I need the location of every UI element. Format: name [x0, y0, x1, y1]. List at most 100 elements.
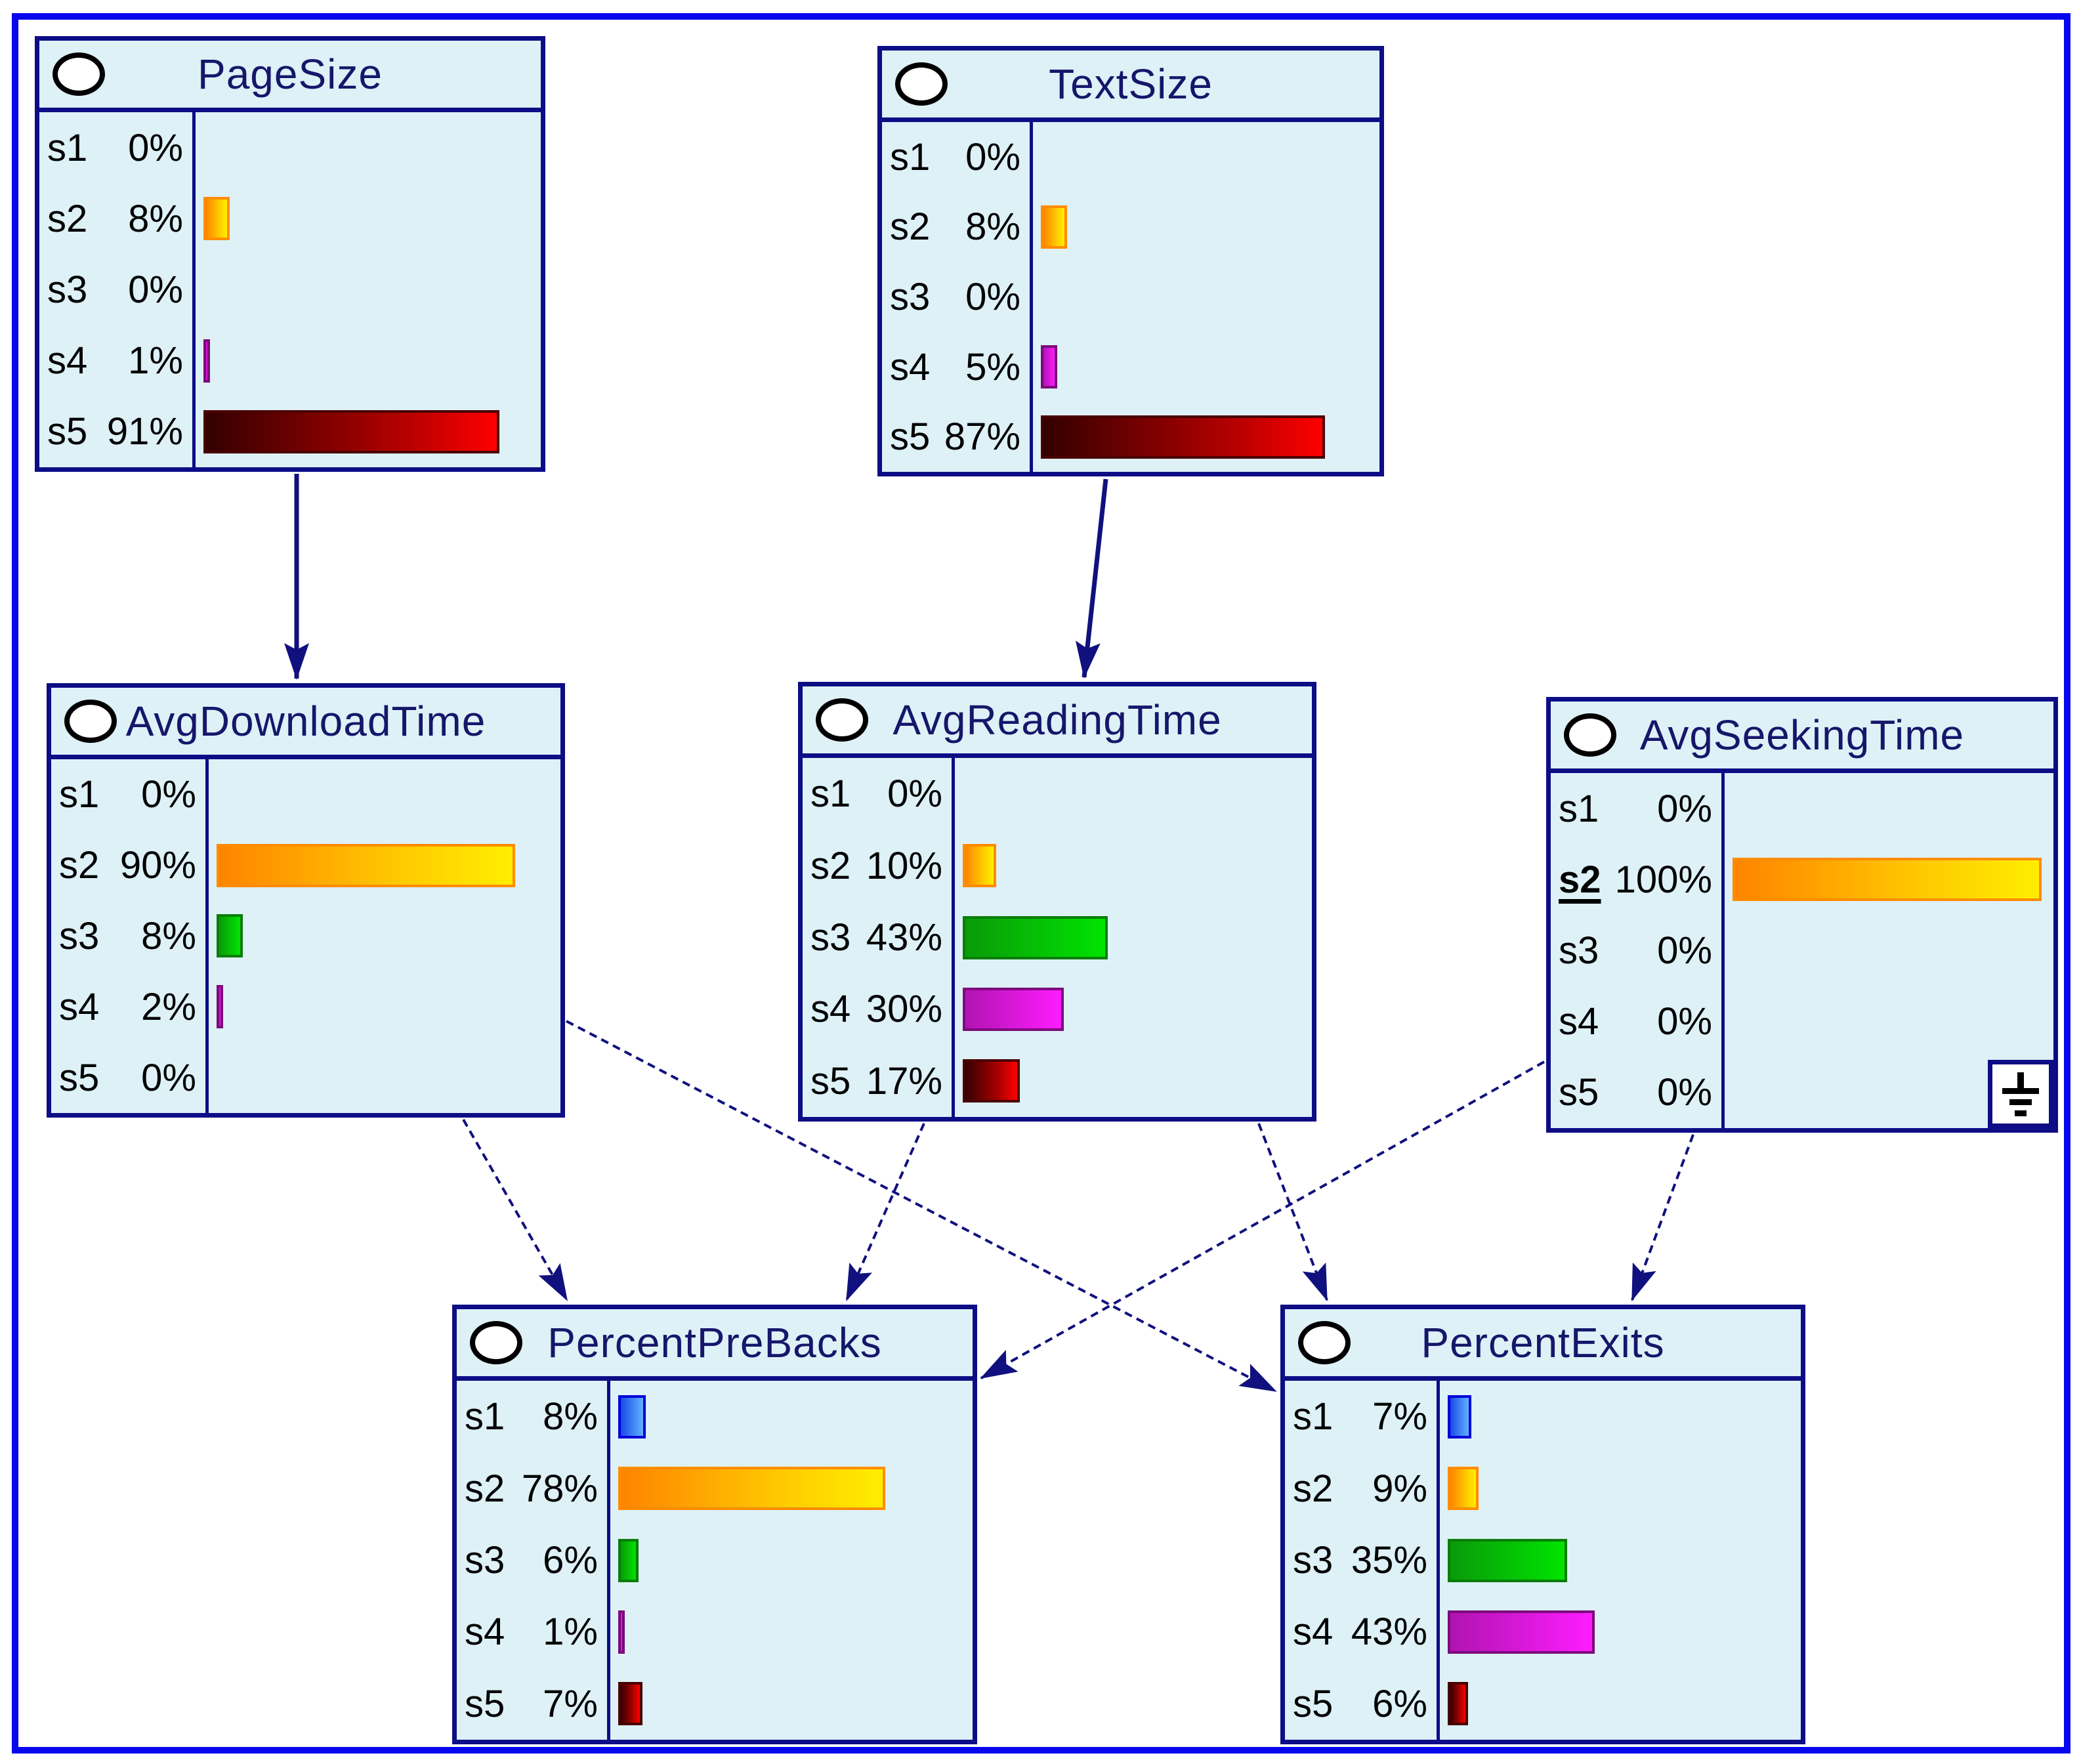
belief-bar-s5[interactable]: [963, 1059, 1020, 1103]
state-percent: 91%: [106, 410, 183, 453]
state-percent: 7%: [1372, 1395, 1427, 1438]
oval-icon: [53, 52, 105, 96]
belief-bar-s1[interactable]: [618, 1395, 646, 1438]
belief-bar-s5[interactable]: [1041, 415, 1326, 459]
node-title-bar[interactable]: PercentPreBacks: [457, 1309, 973, 1381]
node-title-bar[interactable]: PageSize: [39, 41, 541, 112]
state-name: s4: [1559, 1000, 1599, 1043]
belief-bar-s2[interactable]: [1041, 205, 1067, 249]
belief-bar-s2[interactable]: [618, 1467, 886, 1511]
node-title-bar[interactable]: TextSize: [882, 51, 1379, 122]
bar-row-s4: [1733, 986, 2042, 1057]
state-row-s5[interactable]: s5 0%: [1551, 1057, 1721, 1128]
oval-icon: [470, 1321, 522, 1364]
node-title-bar[interactable]: AvgSeekingTime: [1551, 702, 2053, 773]
belief-bar-s2[interactable]: [203, 197, 230, 241]
state-name: s2: [1293, 1467, 1334, 1510]
state-percent: 78%: [521, 1467, 598, 1510]
bar-row-s4: [217, 971, 549, 1042]
belief-bar-s5[interactable]: [203, 410, 500, 453]
node-title: TextSize: [1049, 60, 1213, 108]
belief-bar-s2[interactable]: [963, 844, 997, 888]
belief-bar-s4[interactable]: [203, 339, 210, 383]
belief-bar-s3[interactable]: [1448, 1538, 1567, 1582]
state-percent: 6%: [1372, 1682, 1427, 1725]
belief-bar-s3[interactable]: [963, 915, 1108, 959]
belief-bar-s4[interactable]: [1448, 1610, 1595, 1654]
node-title: AvgSeekingTime: [1639, 711, 1965, 759]
belief-bar-s3[interactable]: [618, 1538, 639, 1582]
belief-bar-s4[interactable]: [1041, 345, 1057, 389]
state-percent: 0%: [141, 1056, 196, 1099]
state-percent: 1%: [543, 1610, 598, 1654]
oval-icon: [816, 698, 868, 742]
node-title-bar[interactable]: AvgDownloadTime: [51, 688, 560, 759]
belief-bar-s3[interactable]: [217, 914, 243, 958]
belief-bar-s5[interactable]: [618, 1682, 642, 1726]
state-name: s5: [810, 1059, 851, 1102]
belief-bar-s4[interactable]: [963, 987, 1064, 1031]
node-title-bar[interactable]: AvgReadingTime: [803, 686, 1312, 758]
node-title-bar[interactable]: PercentExits: [1285, 1309, 1801, 1381]
belief-bar-s2[interactable]: [217, 843, 516, 887]
belief-bar-s2[interactable]: [1733, 858, 2042, 902]
belief-bar-s5[interactable]: [1448, 1682, 1469, 1726]
bar-row-s2: [1041, 192, 1368, 262]
bar-row-s2: [963, 830, 1300, 901]
bar-row-s5: [963, 1045, 1300, 1117]
edge-textsize-to-avgreadingtime: [1075, 478, 1108, 679]
belief-bar-s4[interactable]: [217, 985, 224, 1029]
state-percent: 0%: [128, 268, 183, 311]
state-percent: 0%: [141, 773, 196, 816]
belief-bar-s1[interactable]: [1448, 1395, 1472, 1438]
state-name: s5: [1559, 1071, 1599, 1114]
belief-bar-s4[interactable]: [618, 1610, 625, 1654]
bar-row-s1: [1448, 1381, 1789, 1452]
state-percent: 0%: [1657, 1071, 1712, 1114]
belief-bar-s2[interactable]: [1448, 1467, 1479, 1511]
